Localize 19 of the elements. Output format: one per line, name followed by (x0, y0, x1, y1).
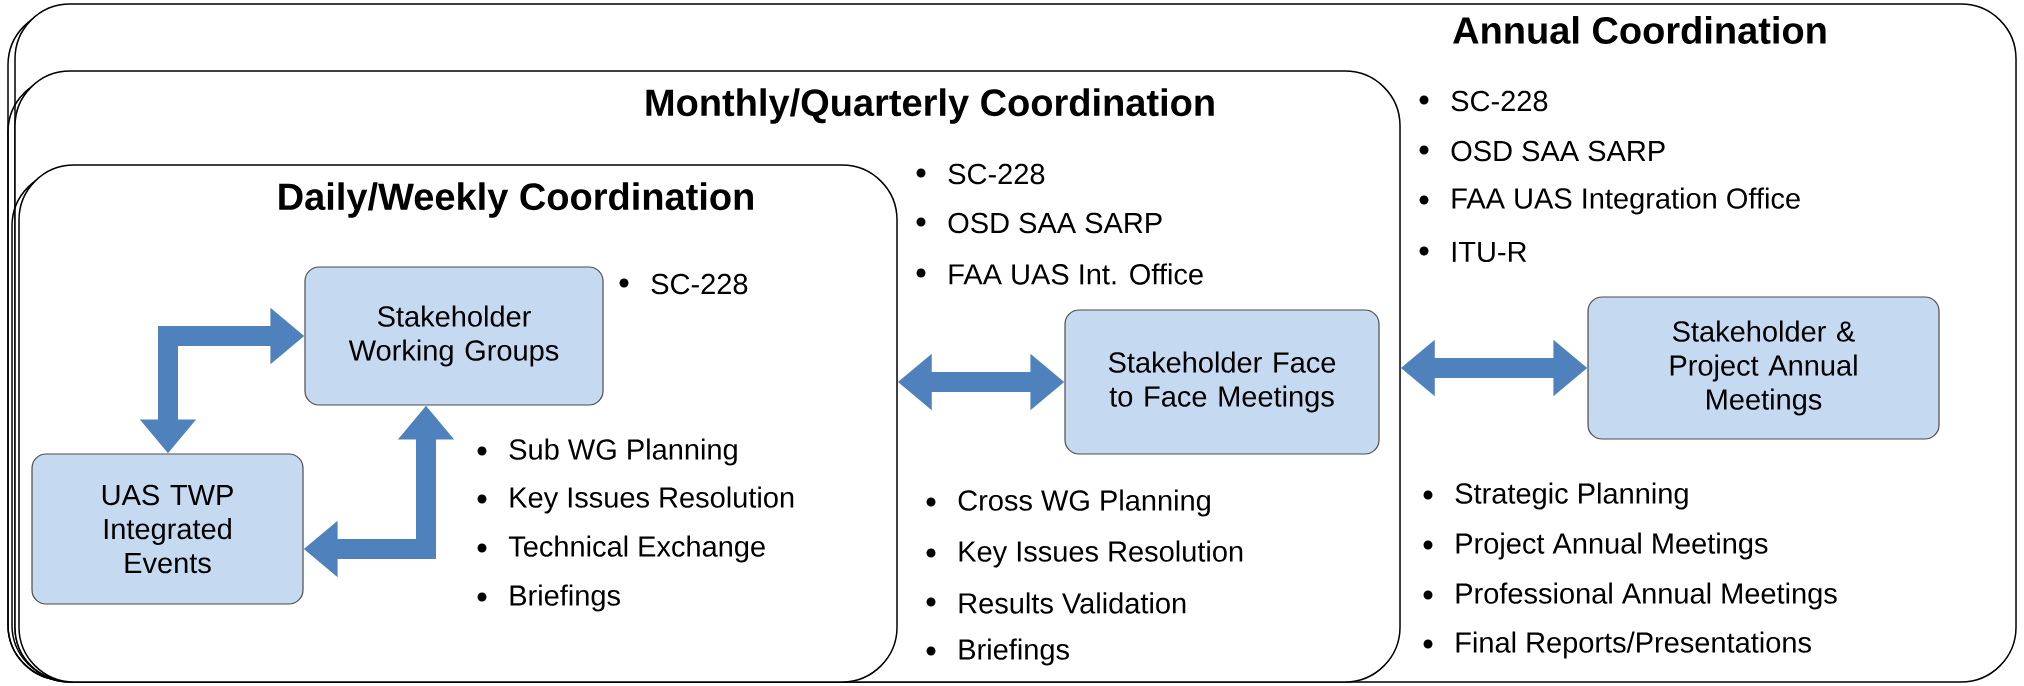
bullet-item: OSD SAA SARP (916, 212, 1162, 234)
bullet-item: Strategic Planning (1423, 482, 1688, 510)
bullet-item: Project Annual Meetings (1423, 532, 1768, 560)
bullet-item: SC-228 (1419, 90, 1548, 112)
bullet-item: Final Reports/Presentations (1423, 631, 1811, 659)
bullet-item: SC-228 (916, 163, 1045, 185)
process-box: Stakeholder & Project Annual Meetings (1587, 296, 1940, 440)
bullet-item: Professional Annual Meetings (1423, 582, 1837, 610)
bullet-item: ITU-R (1419, 241, 1527, 263)
panel-title: Monthly/Quarterly Coordination (646, 88, 1214, 124)
bullet-item: Briefings (926, 638, 1069, 666)
bullet-item: FAA UAS Integration Office (1419, 187, 1800, 215)
process-box: Stakeholder Face to Face Meetings (1064, 309, 1380, 455)
bullet-item: FAA UAS Int. Office (916, 263, 1203, 285)
bullet-item: Cross WG Planning (926, 489, 1210, 517)
bullet-item: Key Issues Resolution (926, 540, 1243, 568)
bullet-item: Results Validation (926, 592, 1186, 614)
panel-title: Annual Coordination (1453, 16, 1826, 44)
bullet-item: OSD SAA SARP (1419, 140, 1665, 162)
